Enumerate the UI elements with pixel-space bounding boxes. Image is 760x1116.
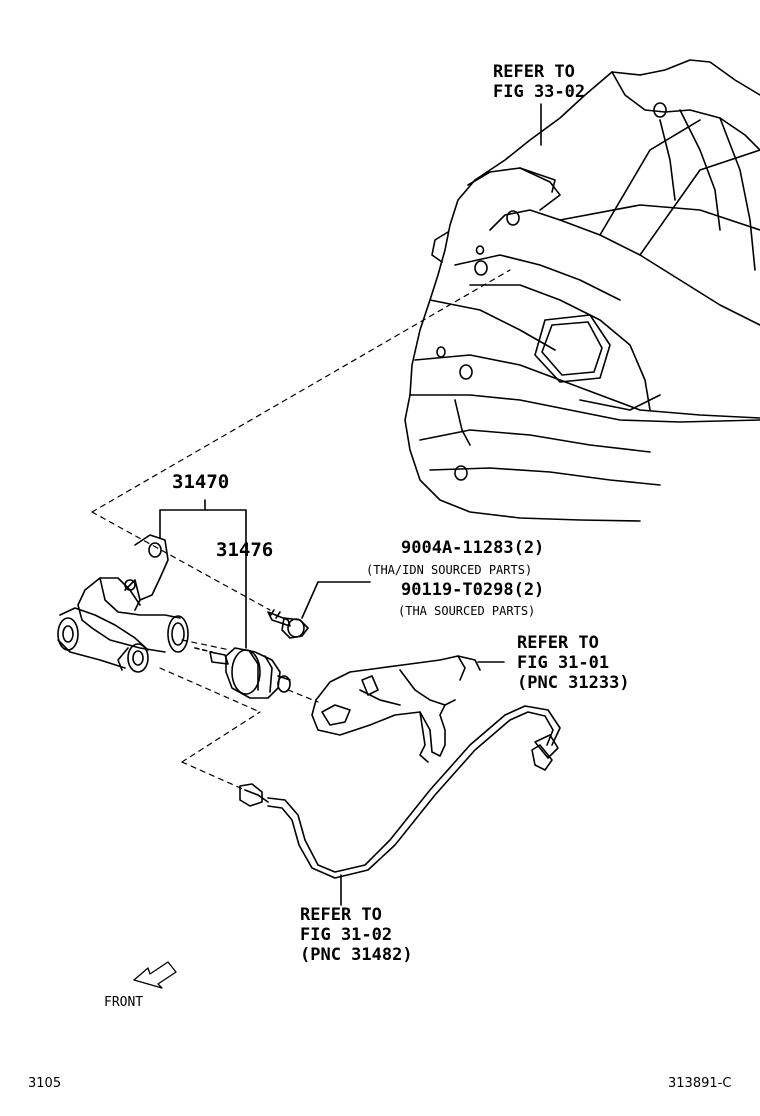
push-rod-illustration (210, 648, 290, 698)
bolt-part-number-1: 9004A-11283(2) (401, 538, 545, 558)
refer-fig-31-01-line-3: (PNC 31233) (517, 673, 630, 693)
part-leader-bracket (160, 500, 246, 648)
refer-fig-33-02-line-1: REFER TO (493, 62, 575, 82)
refer-fig-31-02-line-2: FIG 31-02 (300, 925, 393, 945)
alignment-dashed-lines (92, 270, 510, 790)
bolt-illustration (268, 582, 370, 638)
bolt-part-note-1: (THA/IDN SOURCED PARTS) (366, 563, 533, 577)
bolt-part-number-2: 90119-T0298(2) (401, 580, 545, 600)
release-cylinder-illustration (58, 535, 212, 672)
refer-fig-33-02-line-2: FIG 33-02 (493, 82, 586, 102)
front-label: FRONT (104, 995, 144, 1010)
refer-fig-31-02-line-3: (PNC 31482) (300, 945, 413, 965)
clutch-line-illustration (240, 706, 560, 905)
part-number-31476: 31476 (216, 539, 274, 561)
front-arrow-icon (134, 962, 176, 988)
refer-fig-31-01-line-1: REFER TO (517, 633, 599, 653)
part-number-31470: 31470 (172, 471, 230, 493)
transmission-housing-illustration (405, 60, 760, 521)
bolt-part-note-2: (THA SOURCED PARTS) (398, 604, 536, 618)
page-code: 3105 (28, 1076, 62, 1091)
figure-code: 313891-C (668, 1076, 732, 1091)
refer-fig-31-01-line-2: FIG 31-01 (517, 653, 610, 673)
release-fork-illustration (312, 656, 504, 762)
refer-fig-31-02-line-1: REFER TO (300, 905, 382, 925)
